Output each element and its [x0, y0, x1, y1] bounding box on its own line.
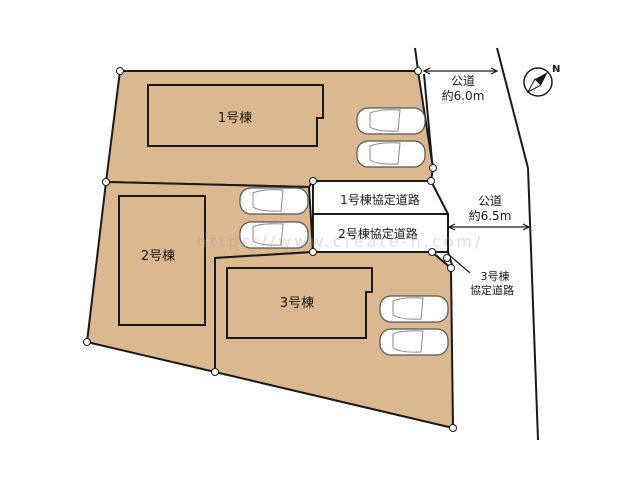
road-1-label: 1号棟協定道路 [340, 192, 420, 207]
road-3-label-line2: 協定道路 [470, 283, 514, 297]
public-road-east [527, 167, 539, 441]
east-road-dimension: 公道 約6.5m [447, 194, 531, 231]
car-lot3-a [379, 295, 449, 323]
car-lot3-b [379, 328, 449, 356]
north-road-label-1: 公道 [451, 74, 475, 88]
lot-3-label: 3号棟 [280, 296, 314, 311]
car-lot2-a [239, 187, 309, 215]
watermark: https://www.create-h.com/ [197, 232, 484, 251]
east-road-label-1: 公道 [478, 194, 502, 208]
north-arrow-icon: N [523, 64, 560, 97]
road-2-label: 2号棟協定道路 [338, 226, 418, 241]
public-road-north [414, 47, 529, 173]
car-lot2-b [239, 221, 309, 249]
car-lot1-a [356, 107, 426, 135]
compass-letter: N [552, 64, 560, 75]
house-2-footprint [118, 195, 206, 326]
lot-2-label: 2号棟 [141, 249, 175, 264]
lot-1-label: 1号棟 [218, 111, 252, 126]
north-road-label-2: 約6.0m [442, 88, 485, 103]
boundary-markers [83, 67, 457, 432]
road-3-label-line1: 3号棟 [481, 269, 510, 283]
house-1-footprint [147, 84, 324, 147]
east-road-label-2: 約6.5m [469, 208, 512, 223]
road-3-leader-line [447, 253, 471, 274]
house-3-footprint [226, 267, 373, 339]
car-lot1-b [356, 140, 426, 168]
north-road-dimension: 公道 約6.0m [422, 67, 499, 103]
